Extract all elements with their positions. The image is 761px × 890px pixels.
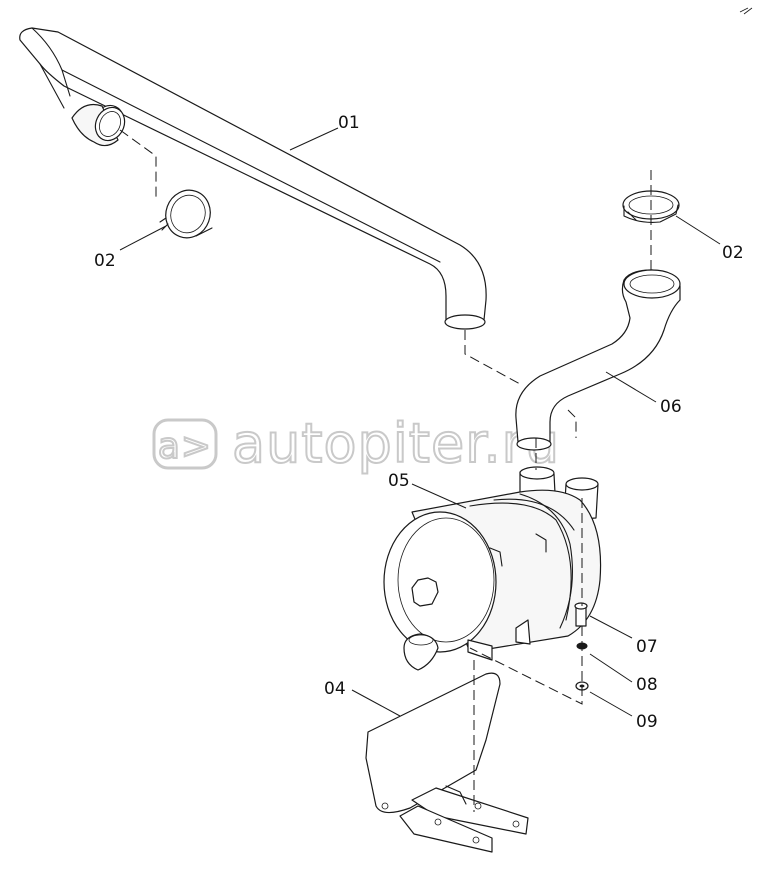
bolt bbox=[574, 602, 588, 627]
intake-pipe-upper bbox=[19, 27, 487, 330]
callout-07: 07 bbox=[636, 637, 658, 657]
callout-06: 06 bbox=[660, 397, 682, 417]
watermark-logo-icon bbox=[152, 418, 218, 470]
callout-02-right: 02 bbox=[722, 243, 744, 263]
watermark-text: autopiter.ru bbox=[232, 412, 560, 475]
callout-05: 05 bbox=[388, 471, 410, 491]
leader-lines bbox=[119, 127, 721, 717]
callout-02-left: 02 bbox=[94, 251, 116, 271]
bracket-plate bbox=[365, 672, 529, 853]
corner-mark bbox=[739, 7, 753, 15]
assembly-lines bbox=[119, 129, 652, 812]
callout-labels: 01 02 02 04 05 06 07 08 09 bbox=[94, 113, 744, 732]
callout-04: 04 bbox=[324, 679, 346, 699]
clamp-left bbox=[159, 189, 213, 239]
watermark: a> autopiter.ru bbox=[152, 411, 560, 476]
watermark-logo-glyph: a> bbox=[158, 426, 212, 467]
intake-pipe-lower bbox=[515, 269, 681, 451]
callout-09: 09 bbox=[636, 712, 658, 732]
callout-08: 08 bbox=[636, 675, 658, 695]
air-filter bbox=[383, 466, 602, 671]
callout-01: 01 bbox=[338, 113, 360, 133]
